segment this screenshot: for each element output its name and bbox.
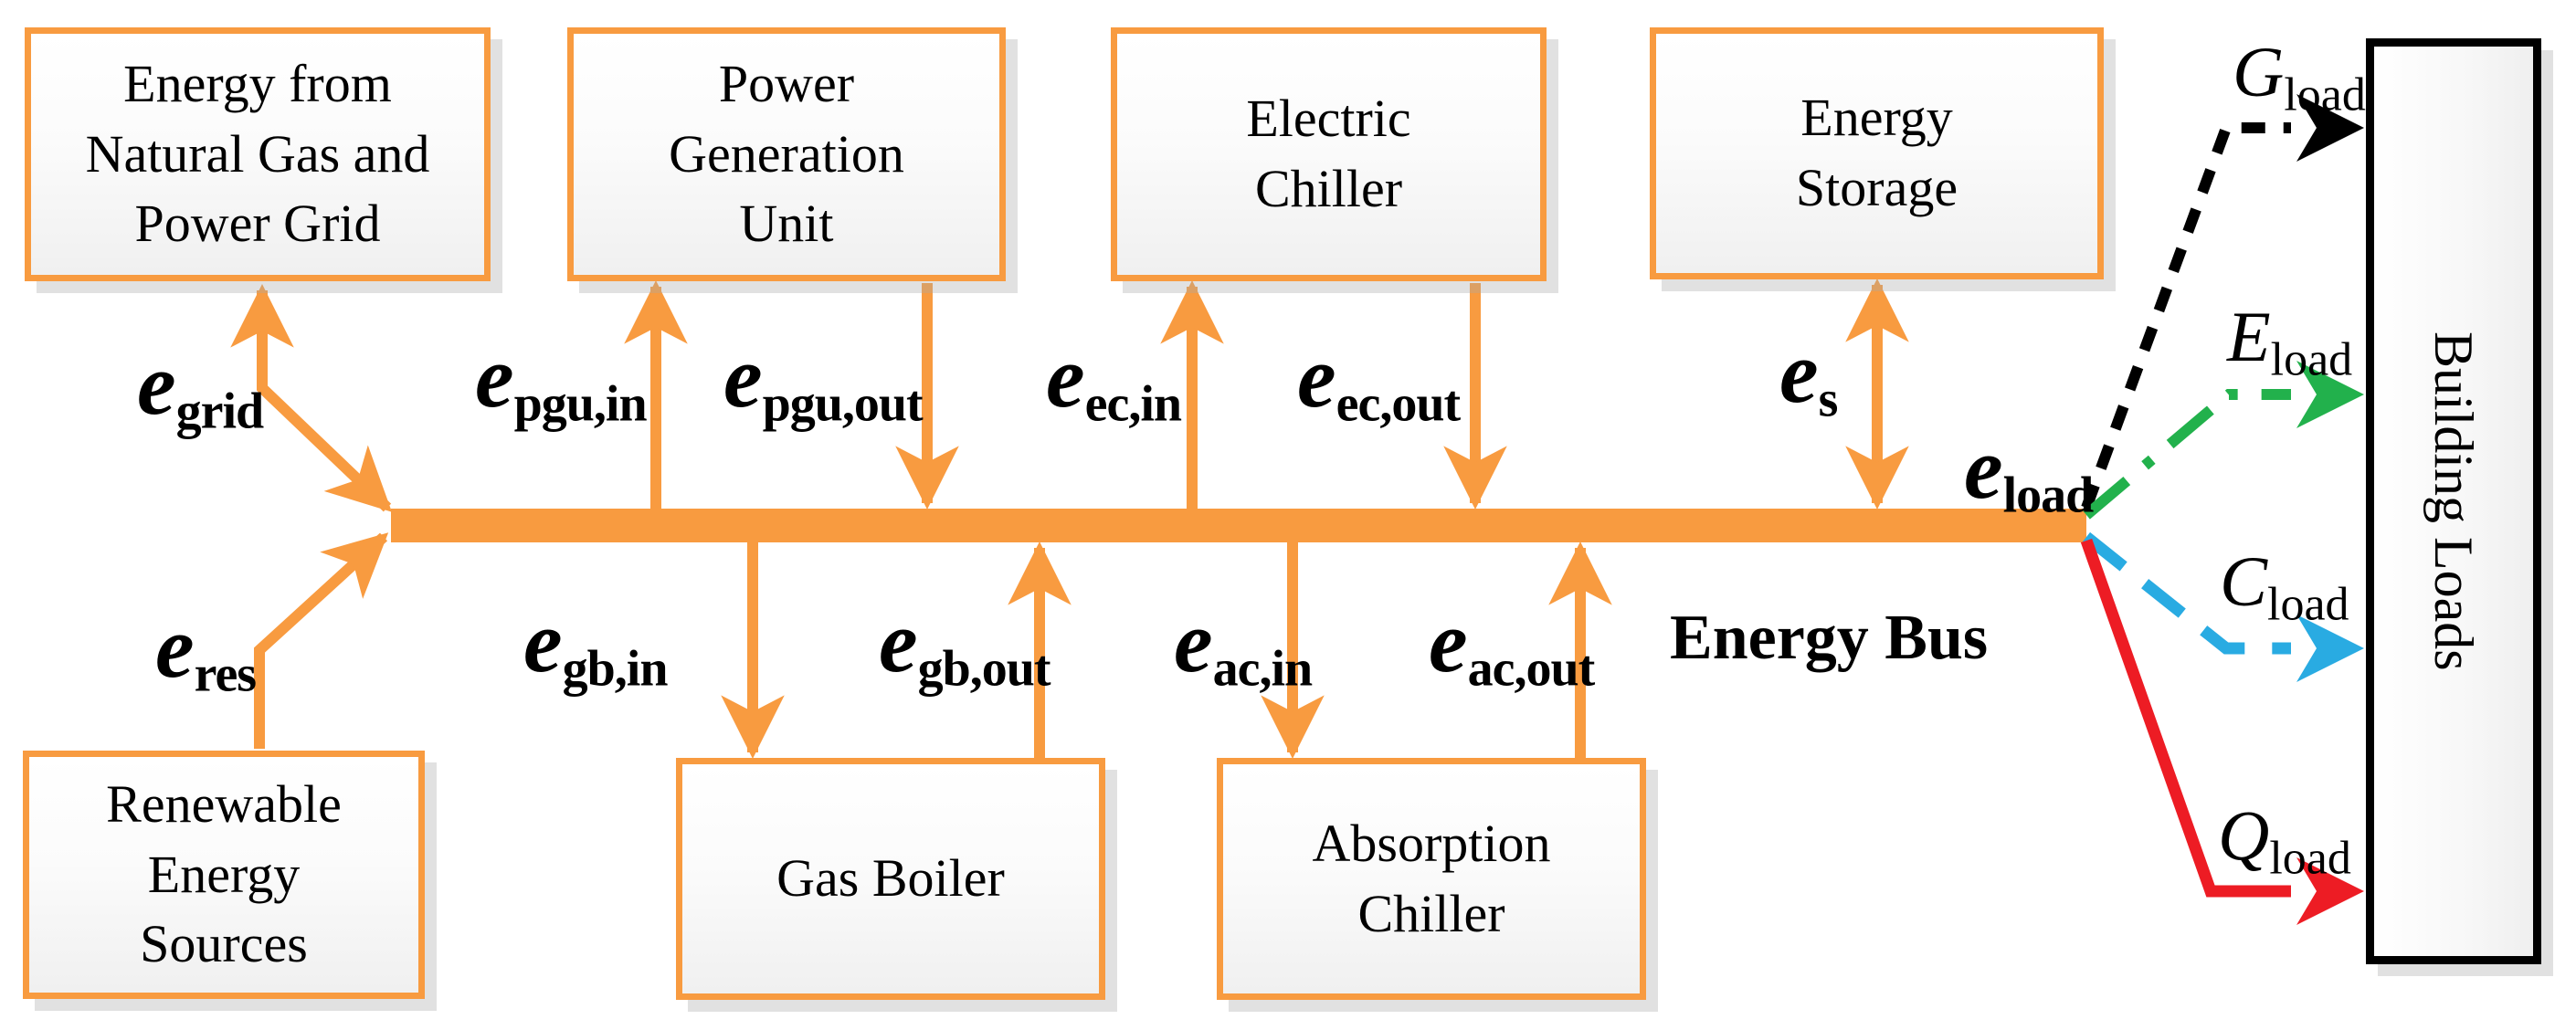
- flow-label-e-pgu-out: epgu,out: [723, 328, 924, 433]
- load-label-e-load: Eload: [2227, 297, 2353, 386]
- g-load-arrowhead: [2296, 94, 2364, 162]
- load-label-q-load: Qload: [2218, 795, 2351, 885]
- flow-label-e-ec-out: eec,out: [1297, 328, 1461, 433]
- energy-bus-bar: [391, 509, 2086, 542]
- node-natural-gas-grid: Energy from Natural Gas and Power Grid: [25, 27, 491, 281]
- load-label-g-load: Gload: [2233, 32, 2366, 121]
- e-load-arrowhead: [2296, 361, 2364, 428]
- flow-label-e-ec-in: eec,in: [1046, 328, 1182, 433]
- e-grid-arrow: [230, 284, 393, 512]
- flow-label-e-gb-in: egb,in: [523, 593, 668, 698]
- e-res-arrow: [254, 532, 389, 749]
- flow-label-e-res: eres: [155, 598, 257, 703]
- node-absorption-chiller: Absorption Chiller: [1217, 758, 1646, 1000]
- flow-label-e-ac-out: eac,out: [1429, 593, 1595, 698]
- flow-label-e-ac-in: eac,in: [1174, 593, 1313, 698]
- c-load-line: [2082, 531, 2291, 655]
- node-renewable-sources: Renewable Energy Sources: [23, 751, 425, 999]
- node-gas-boiler: Gas Boiler: [676, 758, 1105, 1000]
- e-load-line: [2083, 389, 2291, 520]
- node-energy-storage: Energy Storage: [1650, 27, 2104, 279]
- g-load-line: [2081, 122, 2291, 510]
- flow-label-e-load: eload: [1964, 419, 2094, 524]
- node-building-loads: Building Loads: [2366, 38, 2541, 964]
- c-load-arrowhead: [2296, 615, 2364, 682]
- q-load-line: [2080, 538, 2291, 898]
- flow-label-e-gb-out: egb,out: [879, 593, 1051, 698]
- flow-label-e-grid: egrid: [137, 335, 264, 440]
- flow-label-e-pgu-in: epgu,in: [475, 328, 648, 433]
- energy-bus-label: Energy Bus: [1670, 603, 1989, 673]
- load-label-c-load: Cload: [2220, 541, 2349, 631]
- q-load-arrowhead: [2296, 857, 2364, 925]
- flow-label-e-s: es: [1779, 323, 1838, 428]
- node-electric-chiller: Electric Chiller: [1111, 27, 1547, 281]
- node-power-generation-unit: Power Generation Unit: [567, 27, 1006, 281]
